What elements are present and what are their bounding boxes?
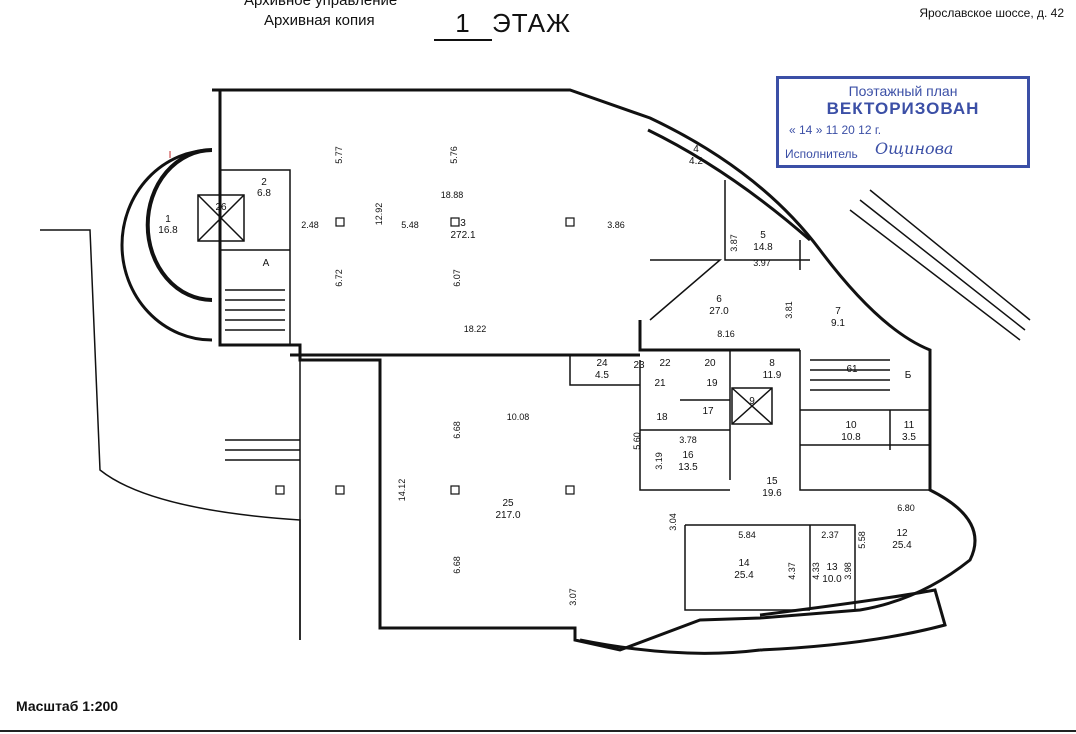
dim-label: 18.88: [441, 190, 464, 200]
dim-label: 5.60: [632, 432, 642, 450]
room-13-number: 13: [826, 562, 838, 573]
room-13-area: 10.0: [822, 574, 842, 585]
stamp-date: « 14 » 11 20 12 г.: [789, 123, 882, 137]
room-23-number: 23: [633, 360, 645, 371]
dim-label: 2.37: [821, 530, 839, 540]
room-12-number: 12: [896, 528, 908, 539]
dim-label: 6.68: [452, 421, 462, 439]
archive-copy-label: Архивная копия: [264, 12, 375, 29]
room-18-number: 18: [656, 412, 668, 423]
dim-label: 5.58: [857, 531, 867, 549]
dim-label: 6.80: [897, 503, 915, 513]
room-15-number: 15: [766, 476, 778, 487]
room-11-area: 3.5: [902, 432, 916, 443]
letter-i: I: [169, 150, 172, 161]
dim-label: 3.98: [843, 562, 853, 580]
dim-label: 12.92: [374, 203, 384, 226]
dim-label: 6.68: [452, 556, 462, 574]
room-4-number: 4: [693, 144, 699, 155]
stamp-vectorized: ВЕКТОРИЗОВАН: [826, 99, 980, 118]
dim-label: 5.76: [449, 146, 459, 164]
room-25-number: 25: [502, 498, 514, 509]
room-10-number: 10: [845, 420, 857, 431]
room-6-area: 27.0: [709, 306, 729, 317]
room-21-number: 21: [654, 378, 666, 389]
dim-label: 3.86: [607, 220, 625, 230]
room-22-number: 22: [659, 358, 671, 369]
room-14-area: 25.4: [734, 570, 754, 581]
floor-number: 1: [434, 8, 492, 41]
bottom-border: [0, 730, 1076, 732]
room-9-number: 9: [749, 396, 755, 407]
dim-label: 14.12: [397, 479, 407, 502]
room-24-area: 4.5: [595, 370, 609, 381]
room-1-area: 16.8: [158, 225, 178, 236]
dim-label: 3.81: [784, 301, 794, 319]
room-2-number: 2: [261, 177, 267, 188]
letter-a: А: [263, 258, 270, 269]
dim-label: 3.04: [668, 513, 678, 531]
room-5-number: 5: [760, 230, 766, 241]
stamp-executor-label: Исполнитель: [785, 147, 858, 161]
dim-label: 18.22: [464, 324, 487, 334]
room-16-area: 13.5: [678, 462, 698, 473]
letter-b: Б: [905, 370, 912, 381]
dim-label: 5.77: [334, 146, 344, 164]
stamp-title: Поэтажный план: [848, 83, 958, 99]
dim-label: 5.84: [738, 530, 756, 540]
room-1-number: 1: [165, 214, 171, 225]
room-24-number: 24: [596, 358, 608, 369]
dim-label: 3.19: [654, 452, 664, 470]
dim-label: 5.48: [401, 220, 419, 230]
room-19-number: 19: [706, 378, 718, 389]
dim-label: 3.87: [729, 234, 739, 252]
stamp-signature: Ощинова: [875, 139, 954, 158]
room-8-area: 11.9: [763, 370, 782, 381]
archive-department-label: Архивное управление: [244, 0, 398, 9]
room-3-area: 272.1: [450, 230, 475, 241]
dim-label: 4.37: [787, 562, 797, 580]
room-7-area: 9.1: [831, 318, 845, 329]
room-14-number: 14: [738, 558, 750, 569]
room-3-number: 3: [460, 218, 466, 229]
room-2-area: 6.8: [257, 188, 271, 199]
dim-label: 3.07: [568, 588, 578, 606]
scale-label: Масштаб 1:200: [16, 698, 119, 714]
dim-label: 4.33: [811, 562, 821, 580]
room-7-number: 7: [835, 306, 841, 317]
dim-label: 3.78: [679, 435, 697, 445]
dim-label: 2.48: [301, 220, 319, 230]
vectorized-stamp: Поэтажный план ВЕКТОРИЗОВАН « 14 » 11 20…: [776, 76, 1030, 168]
room-15-area: 19.6: [762, 488, 782, 499]
room-11-number: 11: [904, 420, 915, 431]
room-16-number: 16: [682, 450, 694, 461]
dim-label: 6.72: [334, 269, 344, 287]
room-25-area: 217.0: [495, 510, 520, 521]
dim-label: 10.08: [507, 412, 530, 422]
room-8-number: 8: [769, 358, 775, 369]
room-6-number: 6: [716, 294, 722, 305]
room-61-number: 61: [846, 364, 858, 375]
dim-label: 3.97: [753, 258, 771, 268]
room-5-area: 14.8: [753, 242, 773, 253]
dim-label: 8.16: [717, 329, 735, 339]
room-4-area: 4.2: [689, 156, 703, 167]
address-label: Ярославское шоссе, д. 42: [919, 6, 1064, 20]
room-20-number: 20: [704, 358, 716, 369]
room-17-number: 17: [702, 406, 714, 417]
room-26-number: 26: [215, 202, 227, 213]
dim-label: 6.07: [452, 269, 462, 287]
room-12-area: 25.4: [892, 540, 912, 551]
floor-word: ЭТАЖ: [492, 8, 572, 38]
room-10-area: 10.8: [841, 432, 861, 443]
